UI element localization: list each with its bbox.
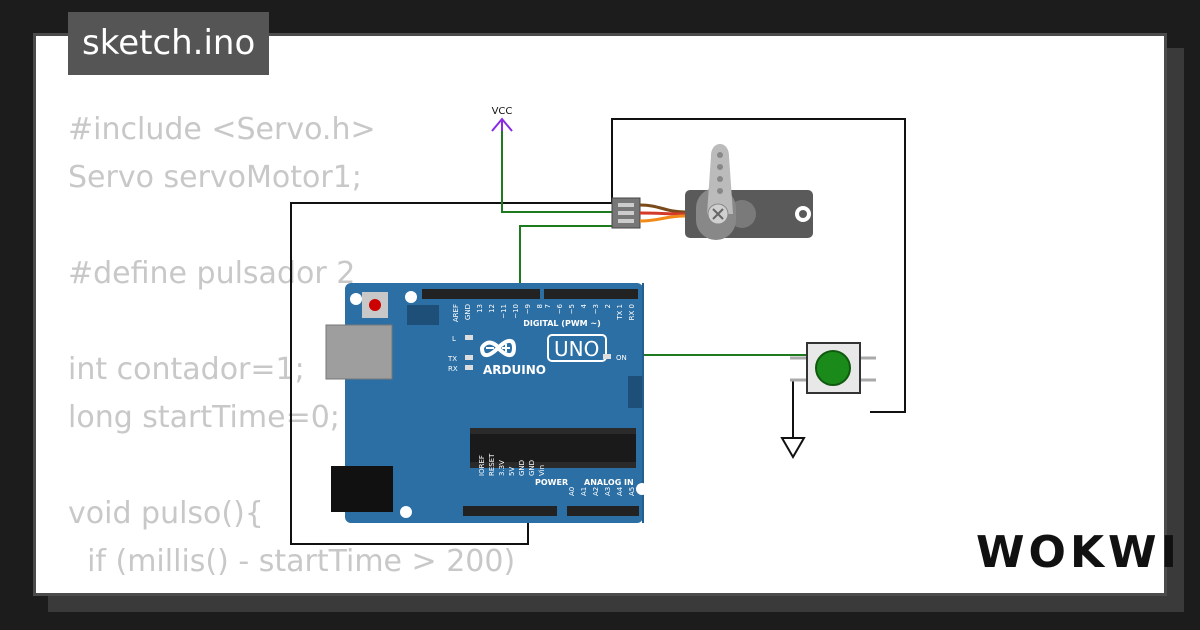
header-analog bbox=[567, 506, 639, 516]
pin-label: Vin bbox=[538, 465, 546, 476]
power-jack bbox=[331, 466, 393, 512]
servo-motor[interactable] bbox=[611, 144, 813, 240]
pin-label: A2 bbox=[592, 487, 600, 496]
pin-label: ~6 bbox=[556, 303, 564, 314]
pin-label: 4 bbox=[580, 303, 588, 308]
wire-vcc bbox=[501, 124, 612, 213]
pin-label: A3 bbox=[604, 487, 612, 496]
vcc-label: VCC bbox=[492, 106, 513, 117]
pin-label: 2 bbox=[604, 304, 612, 308]
wire-ground bbox=[290, 202, 612, 545]
pin-label: ~11 bbox=[500, 304, 508, 319]
on-led-label: ON bbox=[616, 354, 627, 362]
arduino-uno-board[interactable]: AREF GND 13 12 ~11 ~10 ~9 8 7 ~6 ~5 4 ~3 2 TX 1 RX 0 I… bbox=[325, 283, 648, 523]
header-digital-left bbox=[422, 289, 540, 299]
pin-label: 8 bbox=[536, 304, 544, 308]
wire-servo-signal bbox=[519, 225, 612, 296]
pin-label: RX 0 bbox=[628, 304, 636, 320]
pin-label: ~3 bbox=[592, 304, 600, 314]
vcc-symbol bbox=[491, 117, 513, 132]
code-line: if (millis() - startTime > 200) bbox=[68, 544, 516, 579]
pin-label: ~5 bbox=[568, 304, 576, 314]
pin-label: ~9 bbox=[524, 304, 532, 314]
arduino-brand: ARDUINO bbox=[483, 363, 546, 377]
power-label: POWER bbox=[535, 478, 568, 487]
arduino-logo bbox=[479, 338, 517, 358]
pin-label: A0 bbox=[568, 487, 576, 496]
pin-label: 7 bbox=[544, 304, 552, 308]
l-led-label: L bbox=[452, 335, 456, 343]
header-power bbox=[463, 506, 557, 516]
code-line: #define pulsador 2 bbox=[68, 256, 356, 291]
usb-port bbox=[325, 324, 393, 380]
ground-symbol bbox=[780, 437, 806, 459]
wokwi-logo: WOKWI bbox=[976, 527, 1181, 578]
analog-label: ANALOG IN bbox=[584, 478, 634, 487]
rx-led-label: RX bbox=[448, 365, 458, 373]
digital-label: DIGITAL (PWM ~) bbox=[523, 319, 601, 328]
pin-label: A4 bbox=[616, 486, 624, 496]
code-line: long startTime=0; bbox=[68, 400, 340, 435]
pin-label: GND bbox=[518, 460, 526, 476]
pin-label: TX 1 bbox=[616, 304, 624, 321]
pin-label: GND bbox=[528, 460, 536, 476]
code-line: void pulso(){ bbox=[68, 496, 264, 531]
pin-label: ~10 bbox=[512, 304, 520, 319]
pin-label: IOREF bbox=[478, 455, 486, 476]
pin-label: 12 bbox=[488, 304, 496, 313]
pin-label: RESET bbox=[488, 453, 496, 476]
code-editor: #include <Servo.h> Servo servoMotor1; #def… bbox=[68, 106, 516, 593]
pin-label: A5 bbox=[628, 487, 636, 496]
pushbutton[interactable] bbox=[790, 342, 876, 394]
header-digital-right bbox=[544, 289, 638, 299]
pin-label: 13 bbox=[476, 304, 484, 313]
code-line: int contador=1; bbox=[68, 352, 305, 387]
code-line: { bbox=[68, 586, 515, 593]
tx-led-label: TX bbox=[447, 355, 457, 363]
code-line: Servo servoMotor1; bbox=[68, 160, 362, 195]
pushbutton-cap[interactable] bbox=[815, 350, 851, 386]
board-model: UNO bbox=[554, 337, 599, 361]
sketch-file-tab[interactable]: sketch.ino bbox=[68, 12, 270, 75]
wire-button-ground bbox=[792, 379, 807, 438]
pin-label: 3.3V bbox=[498, 460, 506, 476]
pin-label: AREF bbox=[452, 304, 460, 322]
code-line: #include <Servo.h> bbox=[68, 112, 376, 147]
wire-servo-power bbox=[611, 118, 906, 413]
pin-label: GND bbox=[464, 304, 472, 320]
pin-label: A1 bbox=[580, 487, 588, 496]
microcontroller-chip bbox=[470, 428, 636, 468]
pin-label: 5V bbox=[508, 467, 516, 476]
reset-button[interactable] bbox=[369, 299, 381, 311]
